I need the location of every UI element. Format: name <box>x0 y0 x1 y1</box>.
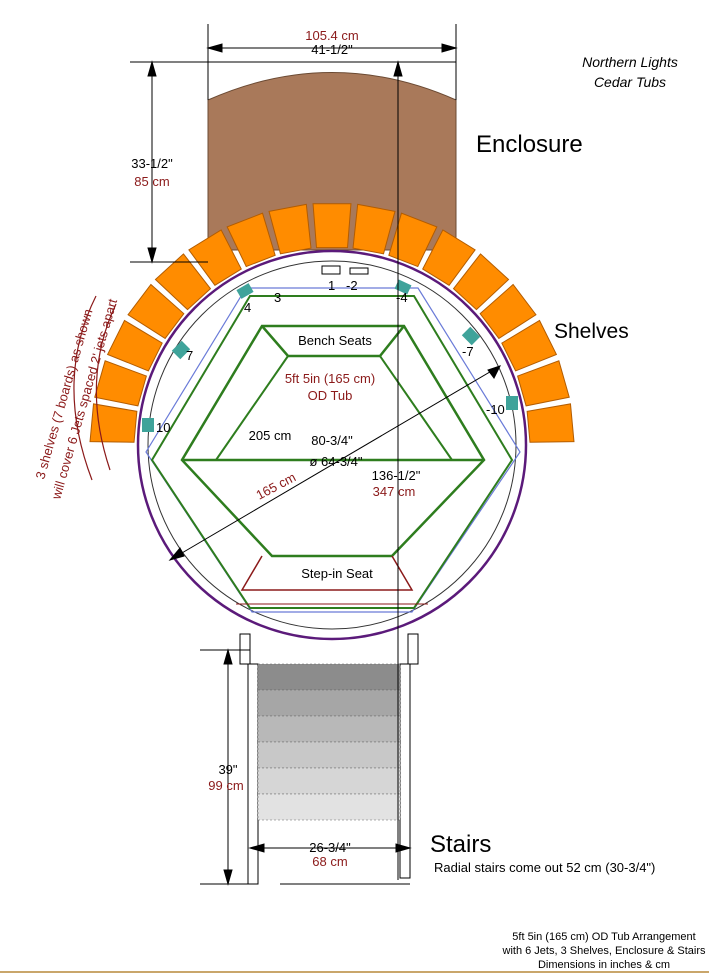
bench-outer-hexagon <box>150 295 514 609</box>
jet-icon <box>506 396 518 410</box>
stairs-width-in: 26-3/4" <box>309 840 351 855</box>
stairs-rail-right <box>407 633 419 665</box>
jet-icon <box>461 326 481 346</box>
jet-label: 7 <box>186 348 193 363</box>
shelf-board <box>312 203 352 249</box>
bench-seats-label: Bench Seats <box>298 333 372 348</box>
tub-width-in: 80-3/4" <box>311 433 353 448</box>
enclosure-width-cm: 105.4 cm <box>305 28 358 43</box>
tub-inner-outline <box>145 287 521 613</box>
shelf-board <box>422 229 476 287</box>
shelf-board <box>501 319 558 372</box>
jet-label: -7 <box>462 344 474 359</box>
stair-step <box>257 741 401 769</box>
footer-line-1: 5ft 5in (165 cm) OD Tub Arrangement <box>512 931 695 943</box>
footer-line-2: with 6 Jets, 3 Shelves, Enclosure & Stai… <box>502 945 706 957</box>
stair-step <box>257 689 401 717</box>
jet-icon <box>321 265 341 275</box>
jet-label: -4 <box>396 290 408 305</box>
shelves-label: Shelves <box>554 320 629 343</box>
shelf-board <box>352 203 396 255</box>
overall-length-cm: 347 cm <box>373 484 416 499</box>
shelf-board <box>127 283 185 340</box>
jet-label: -10 <box>486 402 505 417</box>
enclosure-label: Enclosure <box>476 131 583 158</box>
brand-line-1: Northern Lights <box>582 54 678 70</box>
jet-icon <box>349 267 369 275</box>
footer-line-3: Dimensions in inches & cm <box>538 959 670 971</box>
tub-outer-ring <box>136 249 528 641</box>
tub-size-line-1: 5ft 5in (165 cm) <box>285 371 375 386</box>
shelf-board <box>517 360 570 407</box>
jet-label: 4 <box>244 300 251 315</box>
overall-length-in: 136-1/2" <box>372 468 421 483</box>
shelves-note-arc <box>95 303 117 471</box>
enclosure-depth-in: 33-1/2" <box>131 156 173 171</box>
shelf-board <box>388 212 438 268</box>
stair-step <box>257 793 401 821</box>
stair-step <box>257 715 401 743</box>
stairs-width-cm: 68 cm <box>312 854 347 869</box>
stair-step <box>257 767 401 795</box>
stairs-rail-left <box>239 633 251 665</box>
jet-icon <box>394 279 412 295</box>
shelf-board <box>452 253 510 311</box>
stairs-label: Stairs <box>430 831 491 858</box>
stair-step <box>257 663 401 691</box>
shelf-board <box>94 360 147 407</box>
shelf-board <box>268 203 312 255</box>
enclosure-width-in: 41-1/2" <box>311 42 353 57</box>
step-in-seat-label: Step-in Seat <box>301 566 373 581</box>
bench-seats-line <box>261 325 405 358</box>
stairs-length-cm: 99 cm <box>208 778 243 793</box>
shelves-note-arc <box>73 295 97 481</box>
stairs-note: Radial stairs come out 52 cm (30-3/4") <box>434 860 655 875</box>
jet-label: 1 <box>328 278 335 293</box>
tub-diameter: ø 64-3/4" <box>309 454 362 469</box>
shelf-board <box>226 212 276 268</box>
jet-label: -2 <box>346 278 358 293</box>
stairs-steps <box>257 663 401 821</box>
shelf-board <box>526 403 575 443</box>
shelf-board <box>89 403 138 443</box>
jet-label: 10 <box>156 420 170 435</box>
stairs-length-in: 39" <box>218 762 237 777</box>
stairs-stringer-left <box>247 663 259 885</box>
jets-group <box>142 265 518 432</box>
shelf-board <box>479 283 537 340</box>
enclosure-depth-cm: 85 cm <box>134 174 169 189</box>
shelf-board <box>154 253 212 311</box>
shelf-board <box>106 319 163 372</box>
jet-icon <box>236 283 254 299</box>
jet-icon <box>142 418 154 432</box>
jet-label: 3 <box>274 290 281 305</box>
shelves-boards <box>89 203 575 443</box>
tub-width-cm: 205 cm <box>249 428 292 443</box>
tub-size-line-2: OD Tub <box>308 388 353 403</box>
jet-icon <box>171 340 191 360</box>
step-in-seat-outline <box>240 555 414 591</box>
brand-line-2: Cedar Tubs <box>594 74 666 90</box>
